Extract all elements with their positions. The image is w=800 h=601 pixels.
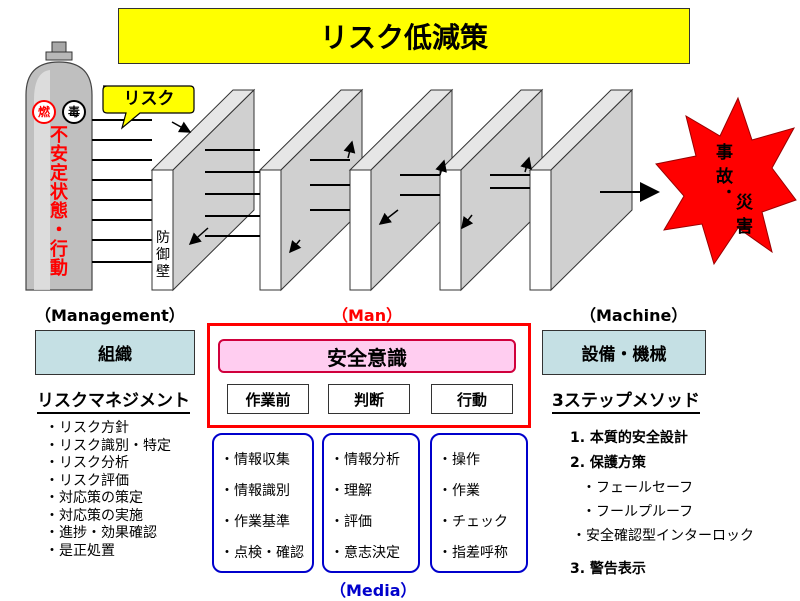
man-label: （Man） [332,306,403,325]
risk-management-list: ・リスク方針 ・リスク識別・特定 ・リスク分析 ・リスク評価 ・対応策の策定 ・… [45,420,171,560]
stage-judgment: 判断 [328,384,410,414]
list-item: ・安全確認型インターロック [572,528,754,544]
list-item: ・意志決定 [330,545,400,561]
defense-walls [150,88,634,292]
risk-management-heading: リスクマネジメント [37,390,190,414]
defense-wall-label: 防 御 壁 [156,230,170,280]
list-item: ・操作 [438,452,480,468]
machine-label: （Machine） [580,306,688,325]
risk-arrows [92,119,152,263]
list-item: ・対応策の策定 [45,490,143,506]
list-item: ・チェック [438,514,508,530]
list-item: ・情報分析 [330,452,400,468]
list-item: ・進捗・効果確認 [45,525,157,541]
fire-badge-label: 燃 [37,105,50,119]
media-box-info: ・情報収集 ・情報識別 ・作業基準 ・点検・確認 [212,433,314,573]
list-item: ・情報識別 [220,483,290,499]
risk-callout [102,85,195,130]
penetration-arrows [205,149,530,237]
list-item: ・作業基準 [220,514,290,530]
list-item: ・リスク方針 [45,420,129,436]
list-item: ・フェールセーフ [582,480,694,496]
man-frame [207,323,531,428]
list-item: ・評価 [330,514,372,530]
risk-barrier-diagram [25,41,797,292]
accident-label: 事 故 ・ 災 害 [716,143,753,237]
page-title: リスク低減策 [118,8,690,64]
media-box-analysis: ・情報分析 ・理解 ・評価 ・意志決定 [322,433,420,573]
list-item: 3. 警告表示 [570,561,646,577]
fire-badge [32,100,56,124]
accident-starburst [655,96,797,266]
list-item: ・是正処置 [45,542,115,559]
list-item: ・指差呼称 [438,545,508,561]
media-label: （Media） [330,581,417,600]
media-box-operation: ・操作 ・作業 ・チェック ・指差呼称 [430,433,528,573]
list-item: ・作業 [438,483,480,499]
stage-before-work: 作業前 [227,384,309,414]
list-item: ・対応策の実施 [45,507,143,524]
equipment-box: 設備・機械 [542,330,706,375]
management-label: （Management） [35,306,185,325]
safety-awareness-box: 安全意識 [218,339,516,373]
deflected-arrows [171,121,532,254]
list-item: ・理解 [330,483,372,499]
three-step-heading: 3ステップメソッド [552,390,700,414]
organization-box: 組織 [35,330,195,375]
poison-badge [62,100,86,124]
list-item: 2. 保護方策 [570,455,646,471]
list-item: ・リスク識別・特定 [45,437,171,454]
list-item: ・リスク評価 [45,472,129,489]
stage-action: 行動 [431,384,513,414]
list-item: ・フールプルーフ [582,504,694,520]
list-item: ・リスク分析 [45,455,129,471]
list-item: ・情報収集 [220,452,290,468]
risk-callout-label: リスク [123,89,175,109]
list-item: 1. 本質的安全設計 [570,430,688,446]
list-item: ・点検・確認 [220,545,304,561]
poison-badge-label: 毒 [67,105,80,119]
unsafe-condition-text: 不 安 定 状 態 ・ 行 動 [50,125,68,279]
